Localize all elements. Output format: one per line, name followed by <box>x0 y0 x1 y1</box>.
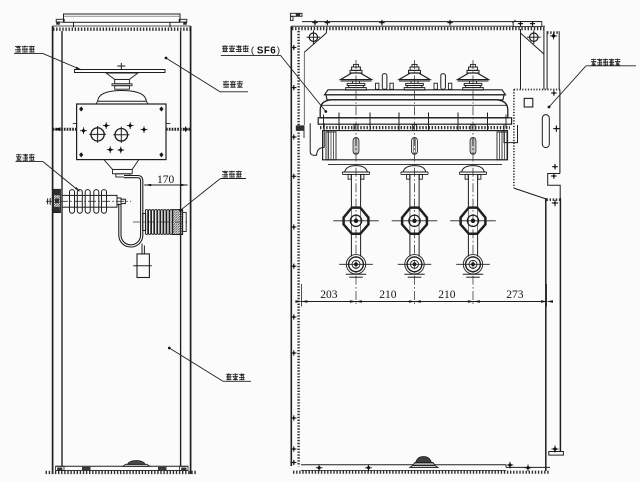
svg-text:203: 203 <box>320 289 338 301</box>
svg-text:SF6: SF6 <box>257 45 276 56</box>
svg-text:170: 170 <box>157 174 175 186</box>
svg-text:210: 210 <box>438 289 456 301</box>
svg-text:): ) <box>277 45 280 56</box>
svg-text:273: 273 <box>506 289 524 301</box>
svg-text:210: 210 <box>379 289 397 301</box>
svg-text:(: ( <box>251 45 255 56</box>
